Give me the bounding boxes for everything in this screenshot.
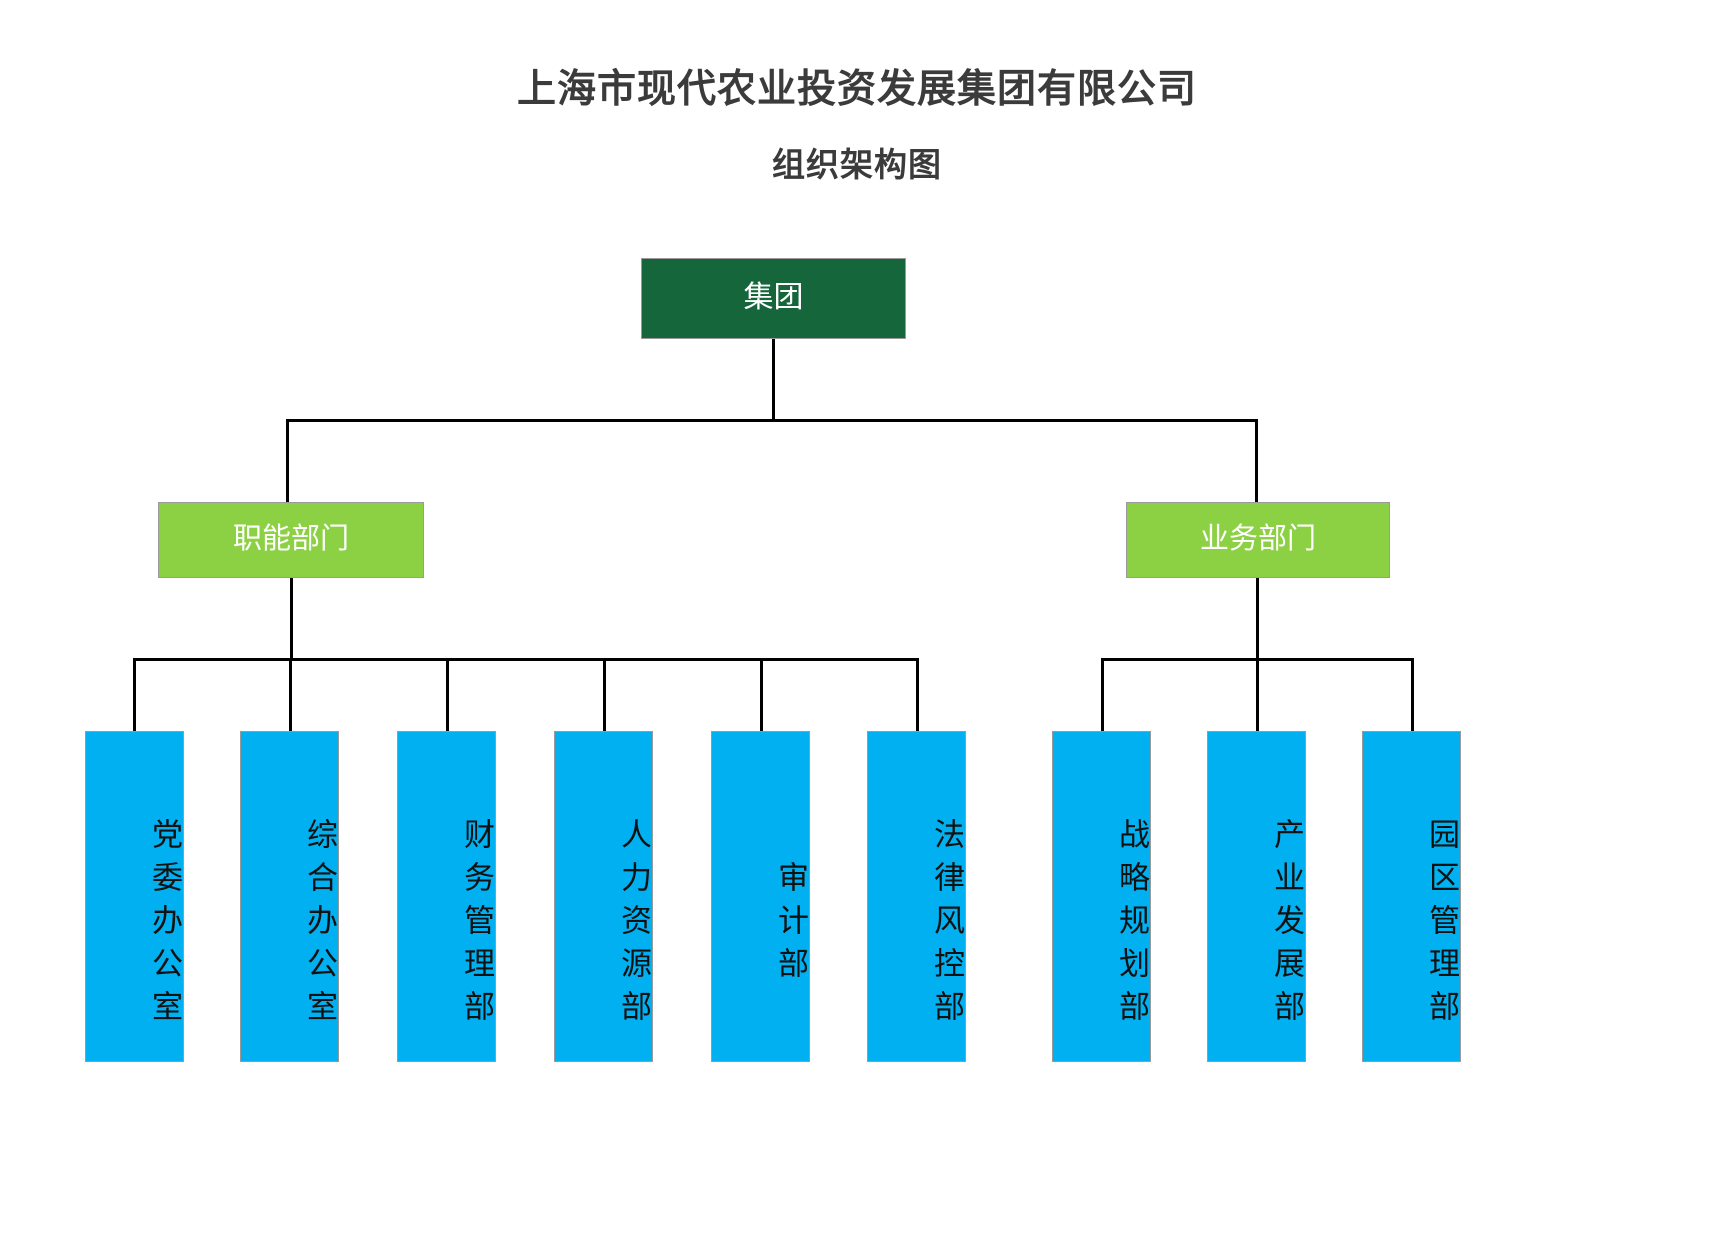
node-strategic-planning-department-label: 战略规划部 [1114,818,1149,1033]
node-industry-development-department-label: 产业发展部 [1269,818,1304,1033]
node-industry-development-department[interactable]: 产业发展部 [1207,731,1306,1062]
connector-drop-audit [760,658,763,732]
connector-root-bus [286,419,1258,422]
node-functional-departments-label: 职能部门 [232,523,349,556]
node-audit-department-label: 审计部 [773,861,808,990]
node-park-management-department-label: 园区管理部 [1424,818,1459,1033]
connector-drop-party-office [133,658,136,732]
connector-root-stem [772,338,775,420]
connector-drop-finance [446,658,449,732]
connector-drop-legal [916,658,919,732]
node-business-departments-label: 业务部门 [1199,523,1316,556]
chart-title-line1: 上海市现代农业投资发展集团有限公司 [516,68,1197,111]
node-general-office-label: 综合办公室 [302,818,337,1033]
connector-drop-general-office [289,658,292,732]
connector-functional-stem [290,577,293,659]
node-party-committee-office[interactable]: 党委办公室 [85,731,184,1062]
node-audit-department[interactable]: 审计部 [711,731,810,1062]
node-park-management-department[interactable]: 园区管理部 [1362,731,1461,1062]
node-strategic-planning-department[interactable]: 战略规划部 [1052,731,1151,1062]
connector-business-stem [1256,577,1259,659]
node-general-office[interactable]: 综合办公室 [240,731,339,1062]
node-human-resources-department[interactable]: 人力资源部 [554,731,653,1062]
connector-drop-strategy [1101,658,1104,732]
node-business-departments[interactable]: 业务部门 [1126,502,1390,578]
connector-drop-functional [286,419,289,503]
node-party-committee-office-label: 党委办公室 [147,818,182,1033]
node-group-label: 集团 [743,281,804,315]
node-finance-management-department[interactable]: 财务管理部 [397,731,496,1062]
connector-drop-business [1255,419,1258,503]
chart-subtitle-line2: 组织架构图 [772,146,942,183]
node-legal-risk-control-department-label: 法律风控部 [929,818,964,1033]
node-legal-risk-control-department[interactable]: 法律风控部 [867,731,966,1062]
node-human-resources-department-label: 人力资源部 [616,818,651,1033]
connector-functional-bus [133,658,918,661]
connector-drop-industry [1256,658,1259,732]
connector-drop-park [1411,658,1414,732]
node-finance-management-department-label: 财务管理部 [459,818,494,1033]
connector-drop-hr [603,658,606,732]
node-functional-departments[interactable]: 职能部门 [158,502,424,578]
node-group[interactable]: 集团 [641,258,906,339]
